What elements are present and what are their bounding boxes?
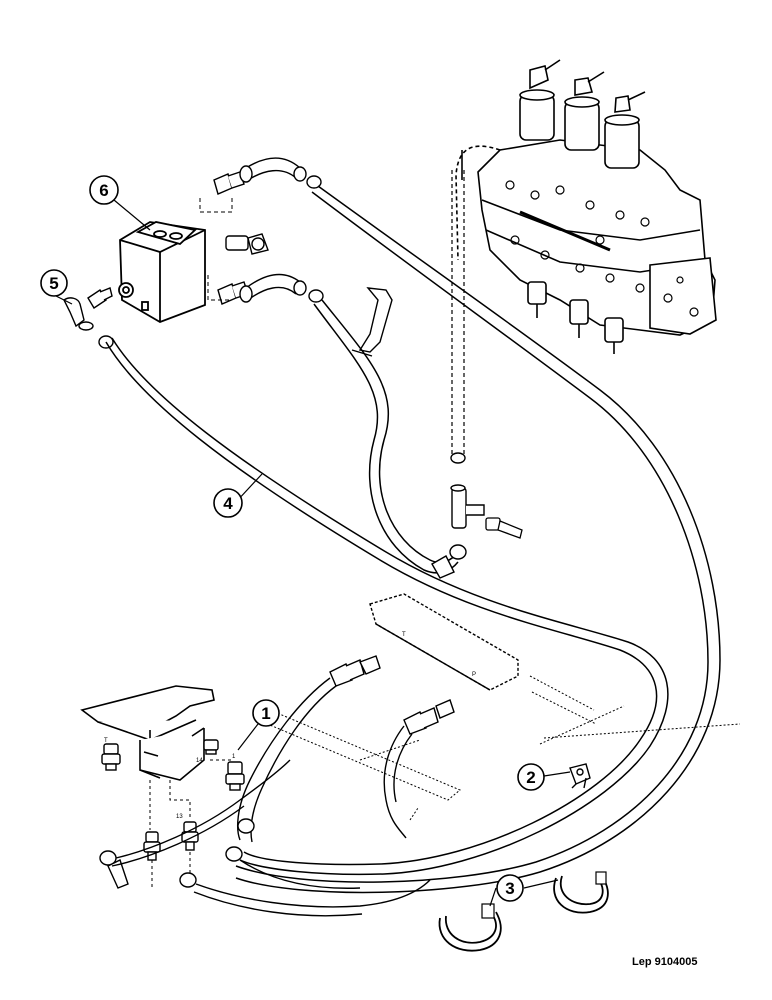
manifold-block <box>369 593 519 691</box>
adapter-fittings-top <box>63 171 269 331</box>
callout-2-text: 2 <box>526 768 535 787</box>
callout-2: 2 <box>517 763 545 791</box>
callout-6-text: 6 <box>99 181 108 200</box>
hose-mid <box>313 299 459 574</box>
hose-clamps-3 <box>438 875 609 952</box>
hose-mid-fittings <box>431 544 467 579</box>
clip-2 <box>569 763 591 789</box>
assembly-lines-top <box>199 198 233 301</box>
plug-bolt <box>485 517 523 539</box>
block-port-p-label: P <box>472 672 476 678</box>
block-port-t-label: T <box>402 632 406 638</box>
foot-pedal-valve <box>80 685 215 781</box>
hose-ends-top <box>98 165 324 349</box>
callout-1-text: 1 <box>261 704 270 723</box>
valve-14-label: 14 <box>196 758 203 764</box>
frame-outline <box>257 675 741 821</box>
pedal-assembly-lines <box>149 759 234 890</box>
manifold-fittings <box>329 655 455 735</box>
lower-hose-ends <box>99 818 255 889</box>
callout-4: 4 <box>213 488 243 518</box>
callout-5-text: 5 <box>49 274 58 293</box>
pilot-valve-block <box>118 221 206 323</box>
callout-4-text: 4 <box>223 494 233 513</box>
callout-3-text: 3 <box>505 879 514 898</box>
clamp-screws <box>481 871 607 919</box>
pedal-fittings <box>101 739 245 861</box>
hose-clip-top <box>351 287 393 357</box>
callout-5: 5 <box>40 269 68 297</box>
short-hoses-top <box>245 157 301 301</box>
tee-fitting <box>450 484 485 529</box>
valve-13-label: 13 <box>176 814 183 820</box>
callout-3: 3 <box>496 874 524 902</box>
lower-hoses <box>111 759 431 917</box>
callout-1: 1 <box>252 699 280 727</box>
hose-4-long <box>105 337 669 876</box>
valve-return-pipe <box>451 170 465 455</box>
reference-number: Lep 9104005 <box>632 956 697 968</box>
return-pipe-fitting <box>450 452 466 464</box>
control-valve-bank <box>455 59 717 354</box>
hose-main-right <box>235 185 721 894</box>
valve-t-label: T <box>104 738 108 744</box>
callout-6: 6 <box>89 175 119 205</box>
valve-1-label: 1 <box>232 754 236 760</box>
